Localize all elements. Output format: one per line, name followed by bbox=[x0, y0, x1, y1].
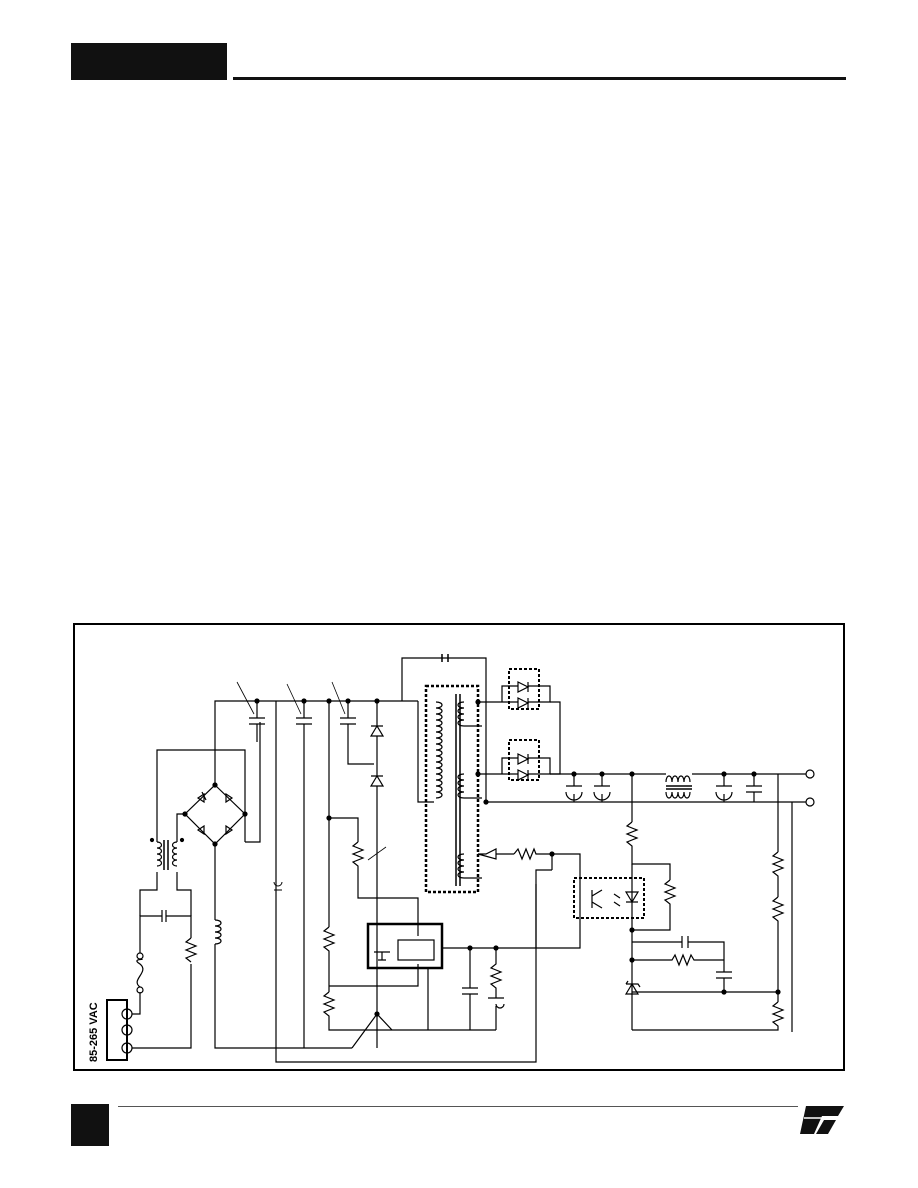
power-integrations-logo-icon bbox=[800, 1106, 844, 1134]
ac-input-connector bbox=[106, 999, 133, 1061]
clamp-diodes bbox=[369, 698, 385, 1048]
output-filter bbox=[550, 769, 815, 807]
footer-page-tab bbox=[71, 1104, 109, 1146]
controller-ic bbox=[366, 869, 552, 1030]
ic-support-components bbox=[351, 945, 505, 1049]
flyback-transformer bbox=[401, 654, 487, 894]
bulk-capacitors bbox=[236, 681, 374, 1048]
feedback-network bbox=[624, 774, 793, 1032]
schematic-frame: 85-265 VAC bbox=[73, 623, 845, 1071]
input-wiring bbox=[132, 872, 198, 1049]
common-mode-choke bbox=[149, 749, 246, 870]
bridge-rectifier bbox=[182, 782, 248, 847]
optocoupler bbox=[573, 877, 645, 919]
schematic-diagram: 85-265 VAC bbox=[88, 654, 815, 1063]
footer-rule bbox=[118, 1106, 798, 1107]
input-voltage-label: 85-265 VAC bbox=[88, 1002, 100, 1062]
sense-resistors bbox=[322, 701, 419, 1031]
hv-rail bbox=[214, 700, 537, 1063]
header-tab bbox=[71, 43, 227, 80]
output-rectifiers bbox=[475, 668, 782, 805]
bias-circuit bbox=[477, 847, 581, 949]
header-rule bbox=[233, 77, 846, 80]
